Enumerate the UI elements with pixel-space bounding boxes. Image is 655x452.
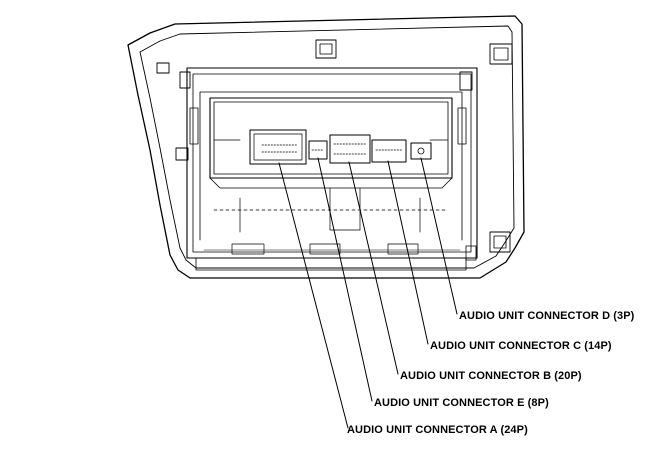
leader-lines [278,157,458,429]
audio-unit-chassis [209,97,453,233]
callout-label-connector-d: AUDIO UNIT CONNECTOR D (3P) [459,310,635,322]
callout-label-connector-a: AUDIO UNIT CONNECTOR A (24P) [347,424,528,436]
inner-mounting-frame [186,67,478,271]
callout-label-connector-c: AUDIO UNIT CONNECTOR C (14P) [430,340,612,352]
dashboard-bezel [127,15,525,279]
callout-label-connector-e: AUDIO UNIT CONNECTOR E (8P) [374,397,549,409]
connector-b [329,134,371,164]
connector-e [308,140,328,160]
callout-labels: AUDIO UNIT CONNECTOR D (3P) AUDIO UNIT C… [347,310,635,436]
callout-label-connector-b: AUDIO UNIT CONNECTOR B (20P) [400,370,582,382]
connector-a [249,129,307,165]
connector-d [410,142,432,160]
connector-c [371,139,407,163]
